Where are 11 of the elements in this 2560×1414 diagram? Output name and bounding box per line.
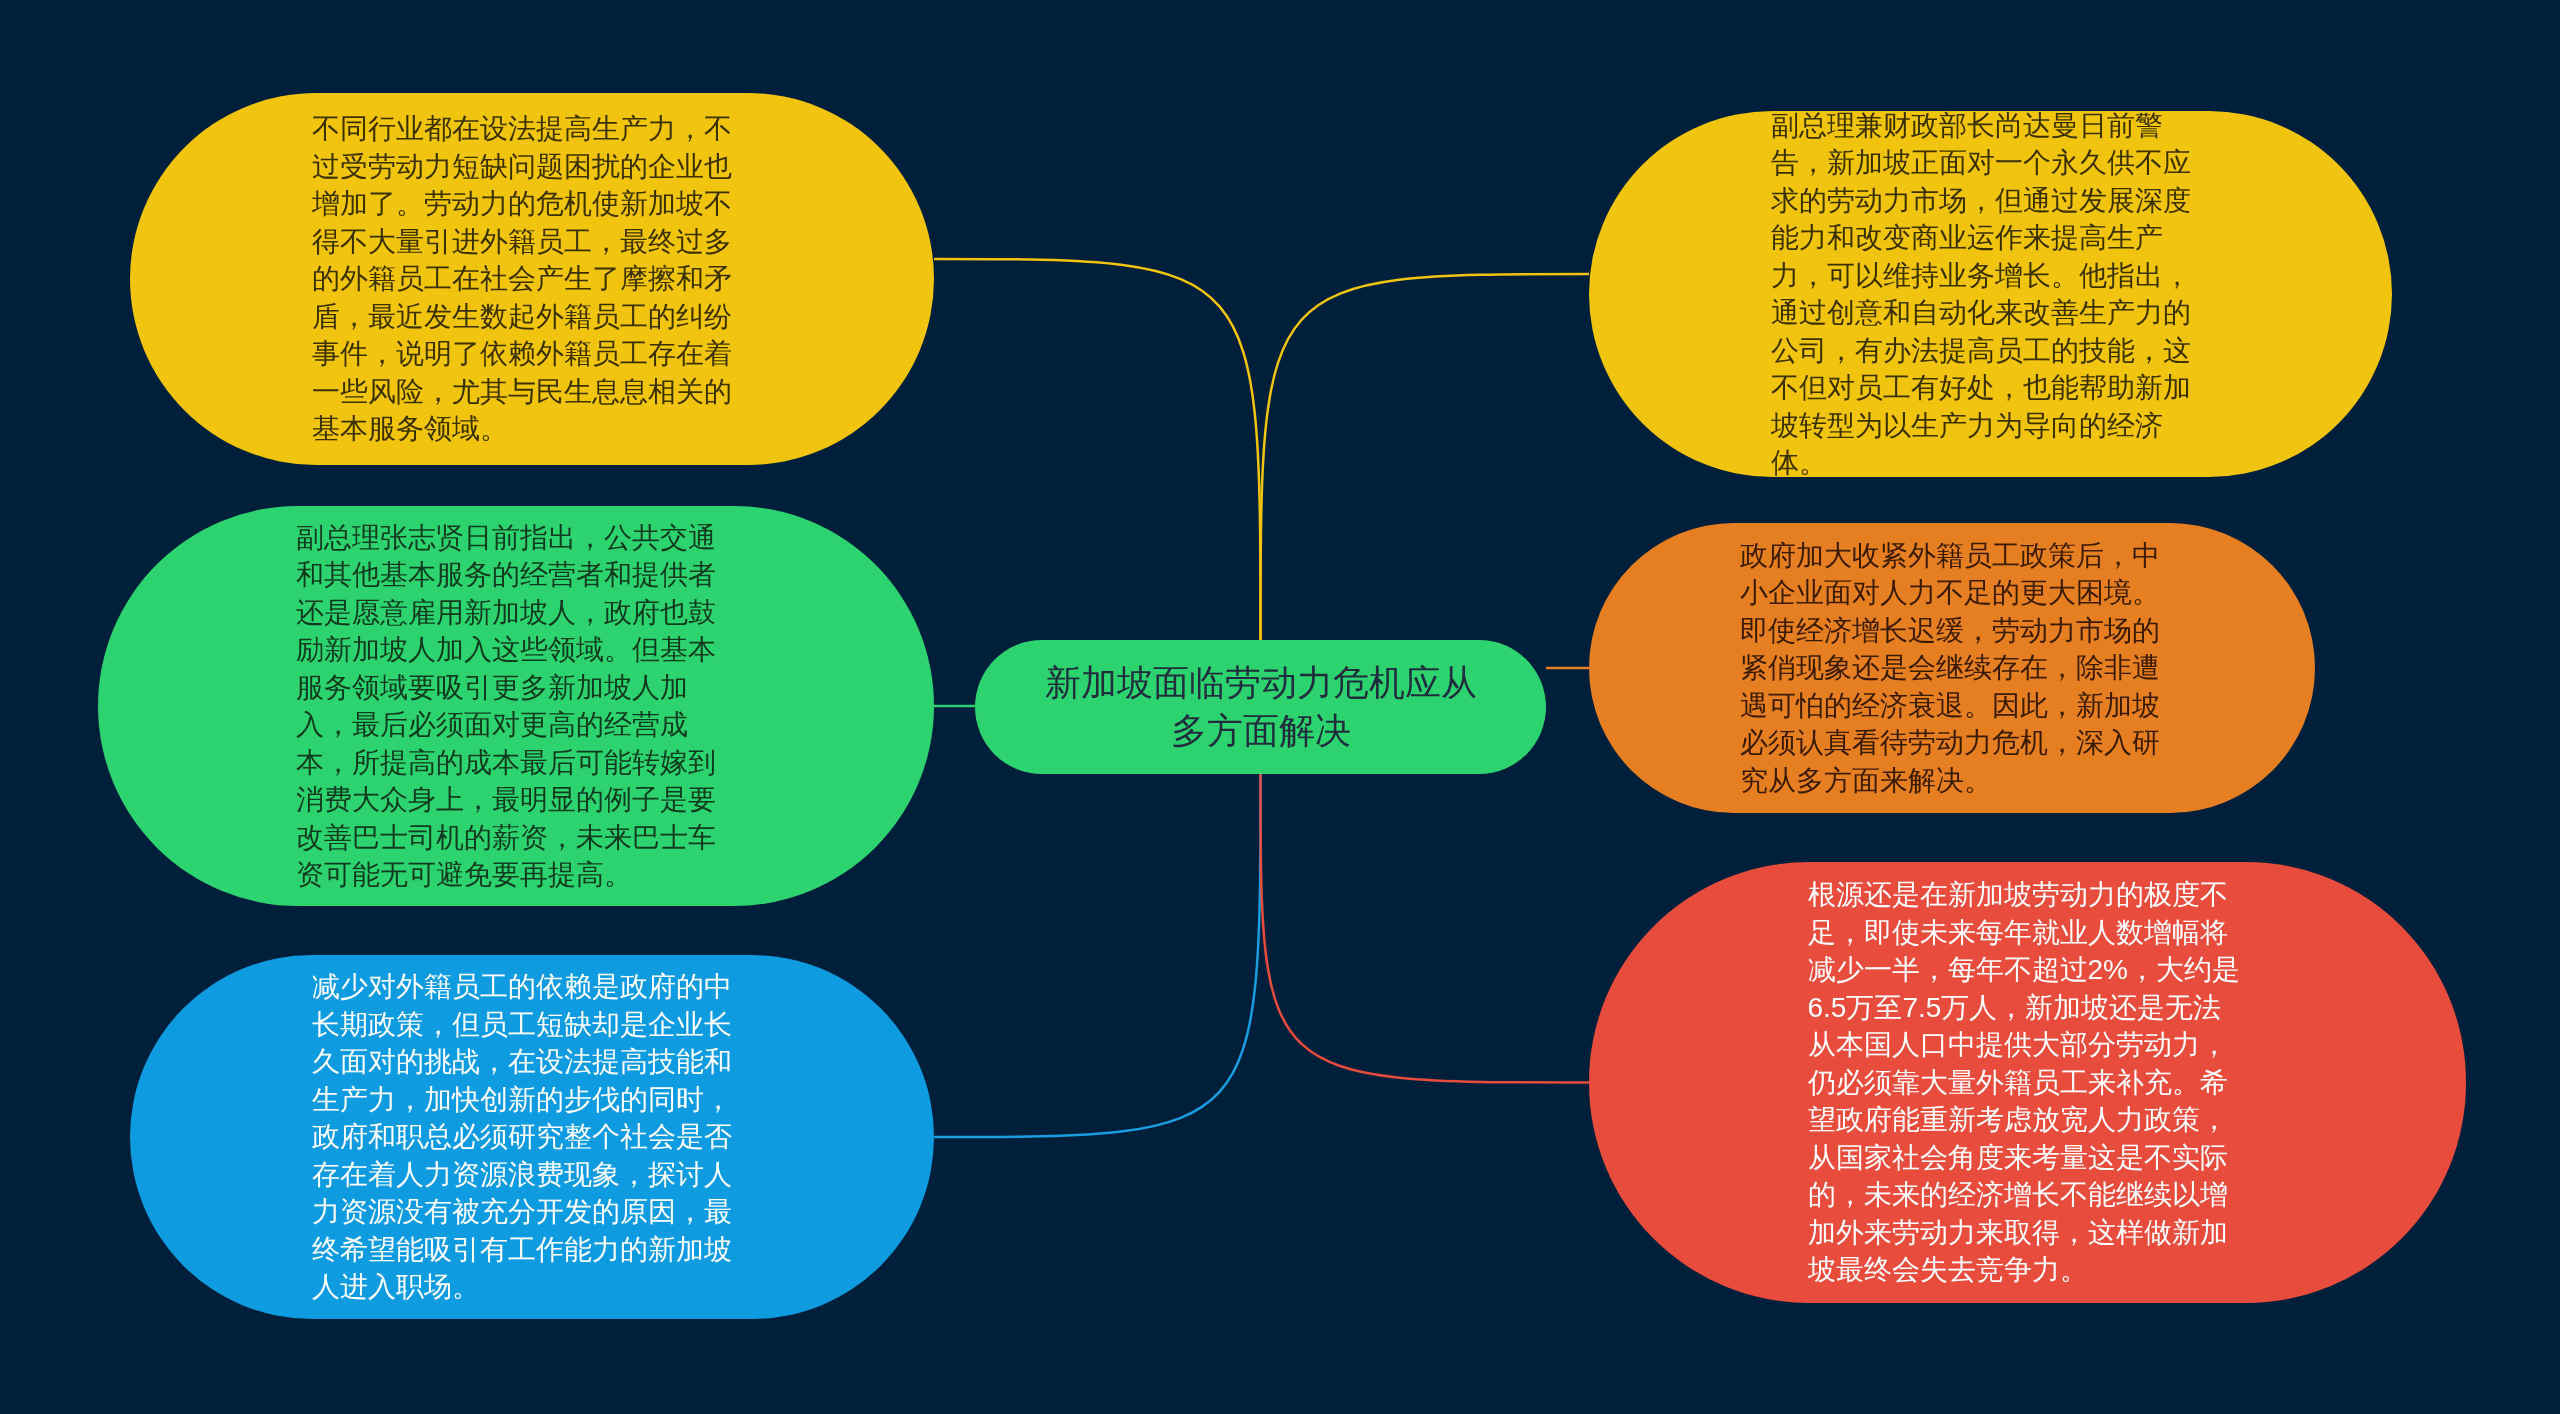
topic-text: 新加坡面临劳动力危机应从多方面解决 (1043, 661, 1478, 753)
idea-text: 政府加大收紧外籍员工政策后，中小企业面对人力不足的更大困境。即使经济增长迟缓，劳动力市场的紧俏现象还是会继续存在，除非遭遇可怕的经济衰退。因此，新加坡必须认真看待劳动力危机，深入研究从多方面来解决。 (1739, 538, 2161, 798)
connector-line (1259, 272, 1589, 640)
idea-text: 减少对外籍员工的依赖是政府的中长期政策，但员工短缺却是企业长久面对的挑战，在设法提高技能和生产力，加快创新的步伐的同时，政府和职总必须研究整个社会是否存在着人力资源浪费现象，探讨人力资源没有被充分开发的原因，最终希望能吸引有工作能力的新加坡人进入职场。 (312, 970, 733, 1305)
idea-text: 根源还是在新加坡劳动力的极度不足，即使未来每年就业人数增幅将减少一半，每年不超过2%，大约是6.5万至7.5万人，新加坡还是无法从本国人口中提供大部分劳动力，仍必须靠大量外籍员工来补充。希望政府能重新考虑放宽人力政策，从国家社会角度来考量这是不实际的，未来的经济增长不能继续以增加外来劳动力来取得，这样做新加坡最终会失去竞争力。 (1807, 878, 2241, 1288)
connector-line (934, 704, 975, 708)
connector-line (1259, 774, 1589, 1084)
connector-line (1546, 666, 1589, 670)
idea-text: 副总理兼财政部长尚达曼日前警告，新加坡正面对一个永久供不应求的劳动力市场，但通过发展深度能力和改变商业运作来提高生产力，可以维持业务增长。他指出，通过创意和自动化来改善生产力的公司，有办法提高员工的技能，这不但对员工有好处，也能帮助新加坡转型为以生产力为导向的经济体。 (1770, 108, 2192, 480)
idea-text: 不同行业都在设法提高生产力，不过受劳动力短缺问题困扰的企业也增加了。劳动力的危机使新加坡不得不大量引进外籍员工，最终过多的外籍员工在社会产生了摩擦和矛盾，最近发生数起外籍员工的纠纷事件，说明了依赖外籍员工存在着一些风险，尤其与民生息息相关的基本服务领域。 (312, 112, 733, 447)
idea-text: 副总理张志贤日前指出，公共交通和其他基本服务的经营者和提供者还是愿意雇用新加坡人，政府也鼓励新加坡人加入这些领域。但基本服务领域要吸引更多新加坡人加入，最后必须面对更高的经营成本，所提高的成本最后可能转嫁到消费大众身上，最明显的例子是要改善巴士司机的薪资，未来巴士车资可能无可避免要再提高。 (296, 520, 717, 892)
